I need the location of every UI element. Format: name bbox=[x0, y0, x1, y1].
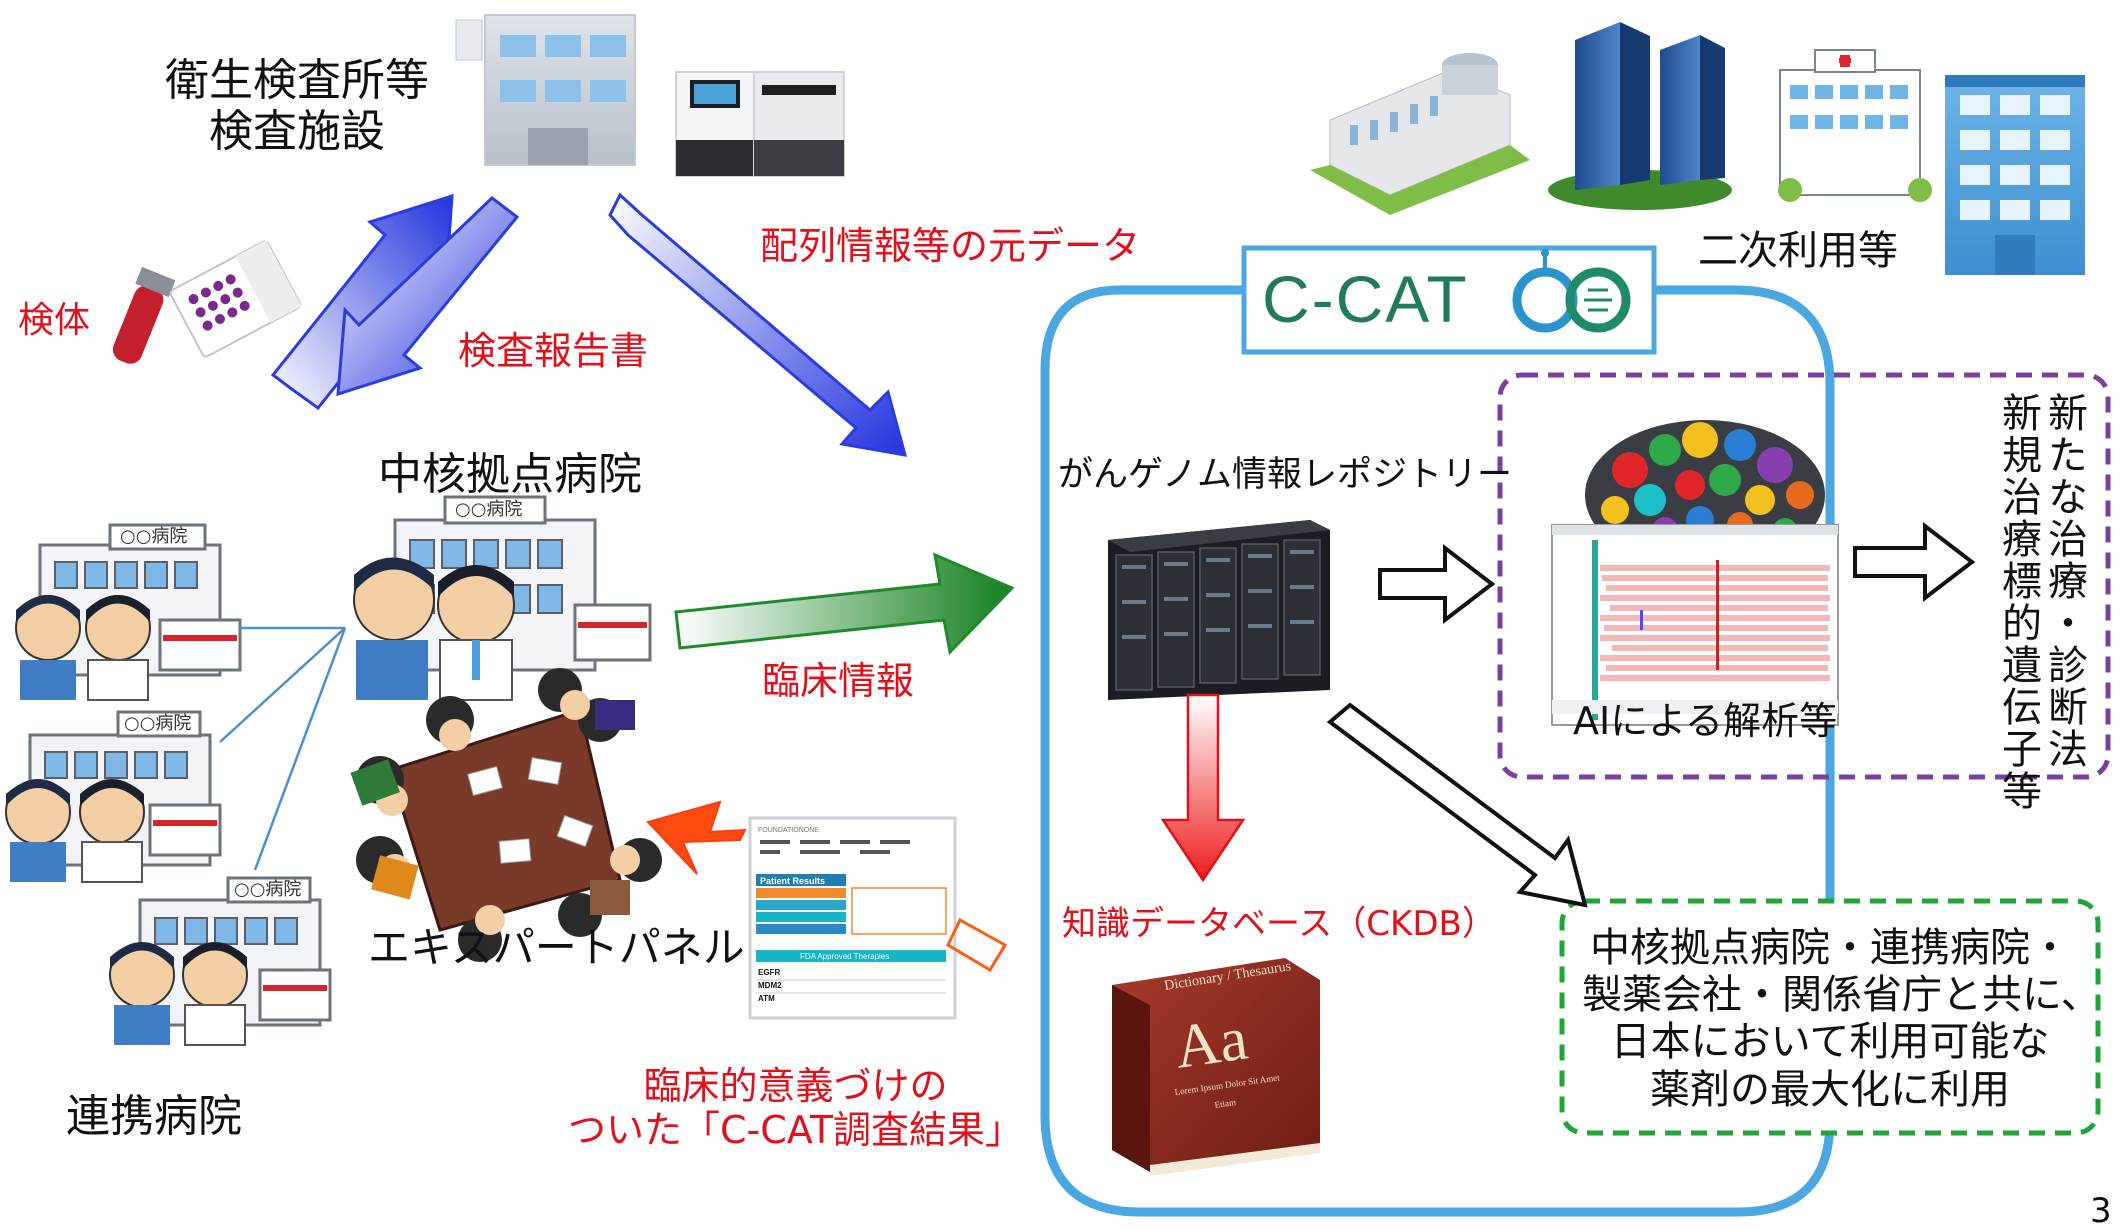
ccat-frame bbox=[1040, 285, 1835, 1217]
ckdb-label: 知識データベース（CKDB） bbox=[1062, 904, 1496, 944]
test-report-label: 検査報告書 bbox=[458, 329, 649, 373]
ai-analysis-label: AIによる解析等 bbox=[1573, 699, 1838, 743]
ccat-logo-text: C-CAT bbox=[1262, 262, 1469, 336]
hospital-sign-core: ○○病院 bbox=[455, 499, 523, 520]
report-brand: FOUNDATIONONE bbox=[758, 827, 819, 834]
expert-panel-label: エキスパートパネル bbox=[368, 923, 745, 972]
specimen-label: 検体 bbox=[18, 300, 91, 341]
hospital-sign-partner-2: ○○病院 bbox=[124, 713, 192, 734]
book-foot: Etiam bbox=[1214, 1097, 1237, 1110]
report-table-header: FDA Approved Therapies bbox=[800, 952, 889, 961]
arrow-to-utilization bbox=[1326, 702, 1588, 908]
new-targets-label: 新たな治療・診断法 新規治療標的遺伝子等 bbox=[1995, 392, 2087, 812]
arrow-to-ai bbox=[1378, 543, 1496, 625]
hospital-sign-partner-1: ○○病院 bbox=[120, 526, 188, 547]
sequencer-machine bbox=[675, 71, 845, 177]
core-hospital-illustration bbox=[353, 495, 652, 701]
partner-hospital-1 bbox=[15, 523, 242, 701]
utilization-text: 中核拠点病院・連携病院・ 製薬会社・関係省庁と共に、 日本において利用可能な 薬… bbox=[1582, 925, 2101, 1113]
arrow-raw-data bbox=[608, 192, 908, 457]
arrow-to-targets bbox=[1853, 521, 1976, 603]
arrow-to-ckdb bbox=[1160, 693, 1246, 883]
partner-hospital-label: 連携病院 bbox=[66, 1091, 242, 1142]
core-hospital-label: 中核拠点病院 bbox=[378, 449, 642, 500]
ccat-result-label: 臨床的意義づけの ついた「C-CAT調査結果」 bbox=[568, 1064, 1024, 1152]
clinical-info-label: 臨床情報 bbox=[762, 659, 915, 703]
specimen-slide-icon bbox=[169, 239, 302, 358]
arrow-clinical-info bbox=[674, 552, 1015, 656]
book-aa: Aa bbox=[1170, 1004, 1251, 1081]
server-rack-icon bbox=[1108, 520, 1330, 700]
test-facility-building bbox=[455, 14, 636, 166]
raw-data-label: 配列情報等の元データ bbox=[760, 224, 1141, 268]
dictionary-book-icon: Dictionary / Thesaurus Aa Lorem Ipsum Do… bbox=[1112, 958, 1320, 1176]
expert-panel-illustration bbox=[350, 668, 662, 962]
gene-atm: ATM bbox=[758, 994, 775, 1003]
ccat-report-document: FOUNDATIONONE Patient Results FDA Approv… bbox=[748, 816, 957, 1020]
arrow-ccat-result bbox=[646, 800, 747, 875]
secondary-use-buildings bbox=[1310, 22, 2085, 275]
gene-egfr: EGFR bbox=[758, 968, 780, 977]
repository-label: がんゲノム情報レポジトリー bbox=[1058, 455, 1512, 495]
partner-hospital-3 bbox=[109, 876, 332, 1046]
partner-hospital-2 bbox=[5, 710, 222, 883]
page-number: 3 bbox=[2090, 1191, 2112, 1231]
hospital-sign-partner-3: ○○病院 bbox=[234, 879, 302, 900]
orange-link bbox=[946, 917, 1008, 973]
hospital-connection-lines bbox=[219, 626, 347, 871]
ccat-logo-mark bbox=[1512, 249, 1631, 333]
genome-viewer-screenshot bbox=[1551, 524, 1839, 726]
secondary-use-label: 二次利用等 bbox=[1698, 228, 1898, 274]
utilization-box bbox=[1559, 898, 2101, 1136]
arrow-report-down bbox=[336, 196, 520, 397]
ai-analysis-box bbox=[1497, 372, 2111, 780]
report-section: Patient Results bbox=[760, 876, 825, 886]
gene-mdm2: MDM2 bbox=[758, 981, 782, 990]
test-facility-label: 衛生検査所等 検査施設 bbox=[165, 55, 429, 157]
specimen-tube-icon bbox=[112, 266, 176, 364]
